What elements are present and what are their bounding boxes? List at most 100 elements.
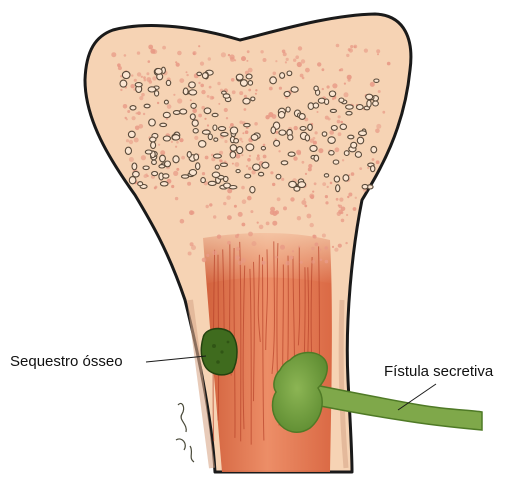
trabecular-hole [280,73,285,79]
speckle-dot [248,167,252,171]
decorative-scribble [176,403,194,462]
trabecular-hole [145,150,152,154]
trabecular-hole [152,160,157,164]
trabecular-hole [251,135,258,141]
speckle-dot [175,146,177,148]
speckle-dot [305,173,307,175]
speckle-dot [286,58,289,61]
trabecular-hole [278,112,284,119]
trabecular-hole [150,137,156,142]
speckle-dot [313,141,317,145]
speckle-dot [155,186,158,189]
speckle-dot [246,165,248,167]
speckle-dot [167,104,172,109]
trabecular-hole [261,147,265,150]
speckle-dot [256,157,260,161]
speckle-dot [340,68,343,71]
speckle-dot [160,150,165,155]
trabecular-hole [143,166,149,170]
speckle-dot [239,121,242,124]
speckle-dot [217,235,221,239]
speckle-dot [332,83,337,88]
speckle-dot [239,138,242,141]
speckle-dot [224,108,228,112]
speckle-dot [244,95,247,98]
trabecular-hole [155,69,162,75]
trabecular-hole [202,73,208,79]
speckle-dot [237,234,239,236]
speckle-dot [234,205,237,208]
trabecular-hole [329,91,335,97]
trabecular-hole [122,71,130,78]
speckle-dot [162,46,166,50]
speckle-dot [241,186,245,190]
speckle-dot [382,111,385,114]
speckle-dot [344,92,349,97]
speckle-dot [338,115,341,118]
speckle-dot [295,55,299,59]
trabecular-hole [191,103,196,108]
trabecular-hole [287,71,292,76]
speckle-dot [244,108,247,111]
trabecular-hole [164,100,168,104]
trabecular-hole [262,162,269,168]
speckle-dot [175,61,177,63]
trabecular-hole [359,131,367,136]
speckle-dot [111,52,116,57]
speckle-dot [231,78,235,82]
speckle-dot [293,59,296,62]
speckle-dot [158,144,160,146]
speckle-dot [325,260,329,264]
trabecular-hole [246,74,252,79]
speckle-dot [131,74,133,76]
trabecular-hole [197,72,202,75]
trabecular-hole [329,151,334,155]
speckle-dot [134,79,137,82]
speckle-dot [132,116,136,120]
trabecular-hole [193,129,198,133]
speckle-dot [298,246,300,248]
speckle-dot [209,86,212,89]
trabecular-hole [314,155,319,161]
speckle-dot [335,147,340,152]
trabecular-hole [192,120,198,126]
trabecular-hole [343,175,349,181]
speckle-dot [376,160,380,164]
speckle-dot [355,197,357,199]
speckle-dot [322,234,326,238]
speckle-dot [273,72,277,76]
speckle-dot [346,214,348,216]
speckle-dot [227,215,232,220]
speckle-dot [137,51,140,54]
speckle-dot [179,78,184,83]
trabecular-hole [279,130,286,135]
speckle-dot [337,120,341,124]
speckle-dot [263,58,267,62]
trabecular-hole [325,99,329,104]
speckle-dot [175,197,178,200]
speckle-dot [310,223,314,227]
speckle-dot [239,91,243,95]
speckle-dot [376,124,381,129]
speckle-dot [190,99,192,101]
speckle-dot [308,167,312,171]
speckle-dot [302,161,305,164]
speckle-dot [211,96,214,99]
speckle-dot [300,261,303,264]
speckle-dot [301,59,305,63]
speckle-dot [330,182,333,185]
trabecular-hole [253,164,260,170]
trabecular-hole [362,184,368,189]
trabecular-hole [172,135,180,140]
trabecular-hole [120,80,127,87]
speckle-dot [304,205,307,208]
speckle-dot [143,76,146,79]
trabecular-hole [346,105,354,109]
speckle-dot [204,118,206,120]
speckle-dot [241,141,243,143]
speckle-dot [248,232,253,237]
speckle-dot [257,222,259,224]
speckle-dot [212,251,217,256]
speckle-dot [144,79,147,82]
speckle-dot [117,63,121,67]
